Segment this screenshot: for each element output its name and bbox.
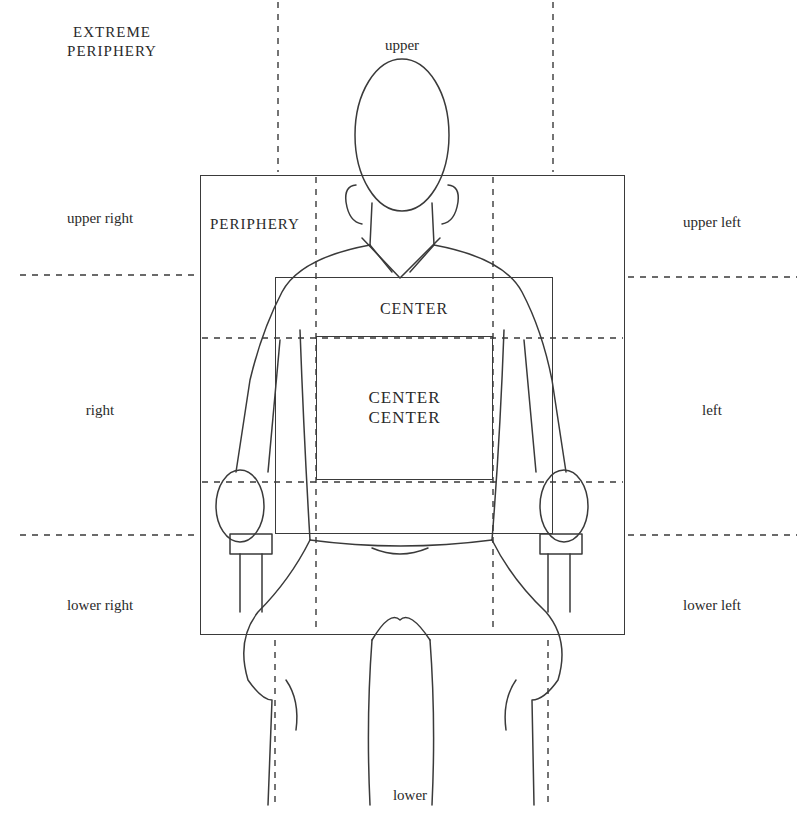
zone-label: left bbox=[699, 400, 725, 421]
center-zone: CENTER CENTER CENTER bbox=[275, 277, 553, 534]
zone-label: lower left bbox=[680, 595, 744, 616]
zone-label: lower bbox=[390, 785, 430, 806]
zone-title: CENTER bbox=[377, 298, 451, 319]
zone-label: upper bbox=[382, 35, 422, 56]
zone-title: CENTER CENTER bbox=[346, 387, 464, 430]
zone-title: PERIPHERY bbox=[207, 214, 303, 234]
periphery-zone: PERIPHERY CENTER CENTER CENTER bbox=[200, 175, 625, 635]
person-outline bbox=[216, 59, 588, 805]
zone-label: lower right bbox=[64, 595, 136, 616]
region-label: EXTREME PERIPHERY bbox=[39, 22, 185, 62]
zone-label: upper left bbox=[680, 212, 744, 233]
zone-label: upper right bbox=[64, 208, 136, 229]
zone-label: right bbox=[83, 400, 117, 421]
zone-grid-lines bbox=[20, 2, 797, 805]
center-center-zone: CENTER CENTER bbox=[316, 336, 493, 480]
